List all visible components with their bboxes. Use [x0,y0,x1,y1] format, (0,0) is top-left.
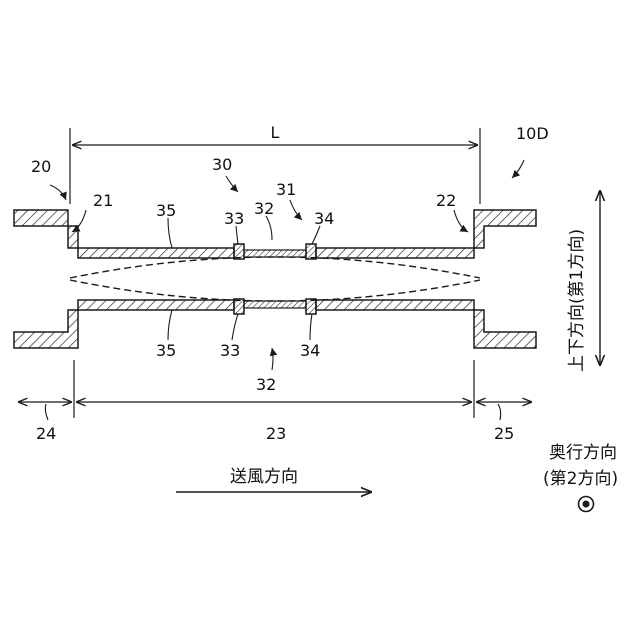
label-21: 21 [93,191,113,210]
label-32-bottom: 32 [256,375,276,394]
membrane-top [244,250,306,257]
label-20: 20 [31,157,51,176]
label-34-top: 34 [314,209,334,228]
airflow-label: 送風方向 [230,467,298,487]
bracket-33-top [234,244,244,259]
label-33-top: 33 [224,209,244,228]
vertical-direction-label: 上下方向(第1方向) [567,229,587,372]
leader-34-bottom [310,314,312,340]
leader-10D [512,160,524,178]
dashed-curve-bottom [70,280,480,301]
leader-31 [290,200,302,220]
leader-30 [226,176,238,192]
label-24: 24 [36,424,56,443]
depth-direction-line1: 奥行方向 [549,443,617,463]
label-30: 30 [212,155,232,174]
leader-35-bottom [168,310,172,340]
duct-wall-right-bottom [474,310,536,348]
leader-33-bottom [232,314,238,340]
bracket-34-top [306,244,316,259]
leader-24 [45,404,48,420]
leader-33-top [236,226,238,244]
label-33-bottom: 33 [220,341,240,360]
label-22: 22 [436,191,456,210]
label-31: 31 [276,180,296,199]
duct-wall-left-top [14,210,78,248]
leader-20 [50,185,66,200]
leader-22 [454,210,468,232]
label-35-bottom: 35 [156,341,176,360]
leader-25 [498,404,501,420]
label-32-top: 32 [254,199,274,218]
pipe-wall-top-right [316,248,474,258]
pipe-wall-top-left [78,248,234,258]
pipe-wall-bottom-left [78,300,234,310]
bracket-33-bottom [234,299,244,314]
label-25: 25 [494,424,514,443]
duct-wall-left-bottom [14,310,78,348]
duct-wall-right-top [474,210,536,248]
leader-34-top [312,226,320,244]
dashed-curve-top [70,257,480,278]
label-35-top: 35 [156,201,176,220]
leader-32-bottom [272,348,273,370]
leader-35-top [168,218,172,248]
pipe-wall-bottom-right [316,300,474,310]
label-10D: 10D [516,124,549,143]
bracket-34-bottom [306,299,316,314]
leader-32-top [266,216,272,240]
dim-label-L: L [271,123,280,142]
membrane-bottom [244,301,306,308]
dot-in-circle-icon [579,497,594,512]
depth-direction-line2: (第2方向) [543,469,618,489]
label-23: 23 [266,424,286,443]
label-34-bottom: 34 [300,341,320,360]
